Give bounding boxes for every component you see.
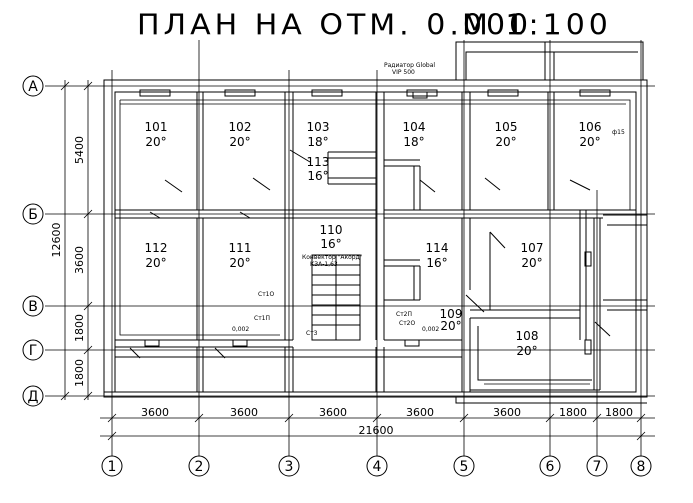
room-temp: 16° (307, 169, 328, 183)
room-temp: 20° (229, 256, 250, 270)
doors (129, 149, 611, 359)
axis-label: 2 (195, 459, 204, 475)
room-temp: 20° (145, 135, 166, 149)
axis-label: Д (28, 389, 39, 405)
room-temp: 18° (403, 135, 424, 149)
room-temp: 20° (516, 344, 537, 358)
axis-label: 1 (108, 459, 117, 475)
room-number: 104 (403, 120, 426, 134)
riser-label: Ст2О (399, 320, 416, 327)
room-number: 113 (307, 155, 330, 169)
dimension-label: 3600 (230, 406, 258, 419)
staircase (311, 254, 361, 341)
room-number: 106 (579, 120, 602, 134)
room-number: 108 (516, 329, 539, 343)
slope-label: 0,002 (422, 326, 439, 333)
dimension-label: 3600 (141, 406, 169, 419)
axis-label: В (28, 299, 38, 315)
dimension-label: 3600 (406, 406, 434, 419)
heating-pipes (119, 99, 631, 385)
room-number: 111 (229, 241, 252, 255)
axis-label: 5 (460, 459, 469, 475)
axis-label: А (28, 79, 38, 95)
room-temp: 18° (307, 135, 328, 149)
dimension-label: 3600 (493, 406, 521, 419)
grid-axes (45, 40, 655, 458)
radiator-note-sub: VIP 500 (392, 69, 415, 76)
axis-label: 8 (637, 459, 646, 475)
room-number: 112 (145, 241, 168, 255)
room-number: 102 (229, 120, 252, 134)
room-temp: 20° (495, 135, 516, 149)
dimension-label: 1800 (605, 406, 633, 419)
room-number: 110 (320, 223, 343, 237)
drawing-title: ПЛАН НА ОТМ. 0.000 М 1:100 (0, 8, 693, 48)
room-temp: 16° (320, 237, 341, 251)
pipe-diameter-label: ф15 (612, 129, 625, 136)
plan-title: ПЛАН НА ОТМ. 0.000 (137, 8, 533, 43)
axis-label: Б (28, 207, 38, 223)
room-temp: 20° (145, 256, 166, 270)
heaters (144, 91, 592, 355)
convector-note-sub: КЗА-1,63 (310, 261, 338, 268)
dimension-label: 1800 (73, 359, 86, 387)
room-number: 114 (426, 241, 449, 255)
room-labels: 101 20° 102 20° 103 18° 104 18° 105 20° … (145, 120, 602, 358)
axis-label: Г (29, 343, 38, 359)
bottom-dimension-lines (100, 413, 655, 441)
scale-label: М 1:100 (462, 8, 612, 43)
slope-label: 0,002 (232, 326, 249, 333)
axis-bubble (22, 75, 44, 97)
interior-walls (104, 92, 636, 393)
room-temp: 16° (426, 256, 447, 270)
axis-label: 3 (285, 459, 294, 475)
room-number: 103 (307, 120, 330, 134)
axis-bubble (22, 385, 44, 407)
heating-notes: Радиатор Global VIP 500 Конвектор "Акорд… (232, 62, 625, 337)
left-dimension-lines (60, 80, 93, 401)
room-number: 101 (145, 120, 168, 134)
riser-label: Ст1П (254, 315, 270, 322)
axis-bubble (22, 203, 44, 225)
axis-label: 7 (593, 459, 602, 475)
room-temp: 20° (579, 135, 600, 149)
riser-label: Ст2П (396, 311, 412, 318)
annex-walls (455, 41, 647, 404)
room-number: 109 (440, 307, 463, 321)
dimension-label: 1800 (559, 406, 587, 419)
room-number: 105 (495, 120, 518, 134)
room-number: 107 (521, 241, 544, 255)
axis-bubble (22, 295, 44, 317)
dimension-label: 5400 (73, 136, 86, 164)
convector-note: Конвектор "Акорд" (302, 254, 363, 261)
room-temp: 20° (440, 319, 461, 333)
riser-label: Ст3 (306, 330, 318, 337)
dimension-label: 1800 (73, 314, 86, 342)
axis-bubbles-letters (22, 75, 44, 407)
riser-label: Ст1О (258, 291, 275, 298)
dimension-label: 3600 (73, 246, 86, 274)
room-temp: 20° (229, 135, 250, 149)
axis-bubble (22, 339, 44, 361)
axis-label: 6 (546, 459, 555, 475)
axis-label: 4 (373, 459, 382, 475)
dimension-total: 12600 (50, 223, 63, 258)
room-temp: 20° (521, 256, 542, 270)
dimension-total: 21600 (359, 424, 394, 437)
dimension-label: 3600 (319, 406, 347, 419)
radiator-note: Радиатор Global (384, 62, 435, 69)
axis-bubbles-numbers (101, 455, 652, 477)
top-windows (139, 89, 611, 97)
